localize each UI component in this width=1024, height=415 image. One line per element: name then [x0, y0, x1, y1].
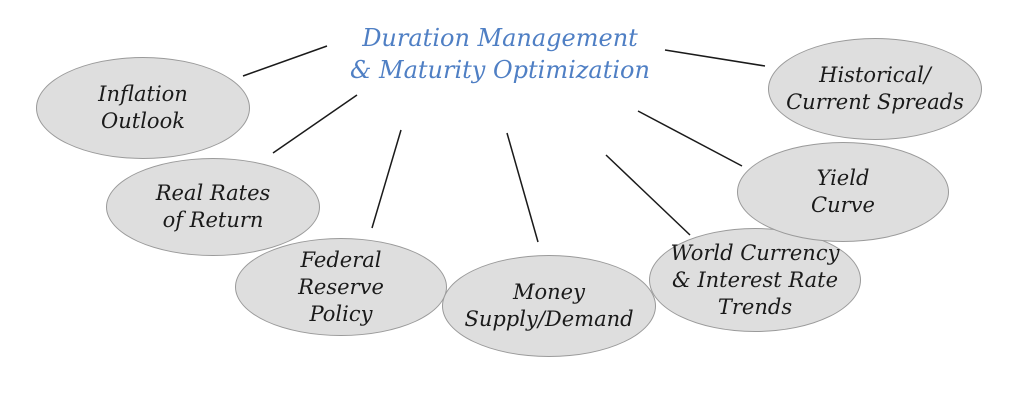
node-world-currency-interest-rate-trends: World Currency & Interest Rate Trends	[649, 228, 861, 332]
node-real-rates-of-return: Real Rates of Return	[106, 158, 320, 256]
node-label: Money Supply/Demand	[464, 280, 634, 331]
title-line-2: & Maturity Optimization	[350, 56, 650, 84]
node-label: Historical/ Current Spreads	[786, 63, 964, 114]
connector-money-supply	[506, 132, 539, 243]
node-label: World Currency & Interest Rate Trends	[670, 240, 840, 319]
node-yield-curve: Yield Curve	[737, 142, 949, 242]
connector-real-rates	[272, 94, 358, 154]
connector-inflation	[242, 45, 328, 77]
node-label: Yield Curve	[811, 166, 875, 217]
node-label: Real Rates of Return	[155, 181, 271, 232]
node-historical-current-spreads: Historical/ Current Spreads	[768, 38, 982, 140]
node-federal-reserve-policy: Federal Reserve Policy	[235, 238, 447, 336]
node-inflation-outlook: Inflation Outlook	[36, 57, 250, 159]
node-label: Federal Reserve Policy	[298, 247, 384, 326]
connector-historical-spreads	[664, 49, 766, 67]
node-label: Inflation Outlook	[98, 82, 188, 133]
connector-yield-curve	[637, 110, 743, 167]
title-line-1: Duration Management	[362, 24, 638, 52]
diagram-title: Duration Management & Maturity Optimizat…	[340, 22, 660, 86]
connector-world-currency	[605, 154, 691, 236]
connector-federal-reserve	[371, 129, 402, 229]
node-money-supply-demand: Money Supply/Demand	[442, 255, 656, 357]
